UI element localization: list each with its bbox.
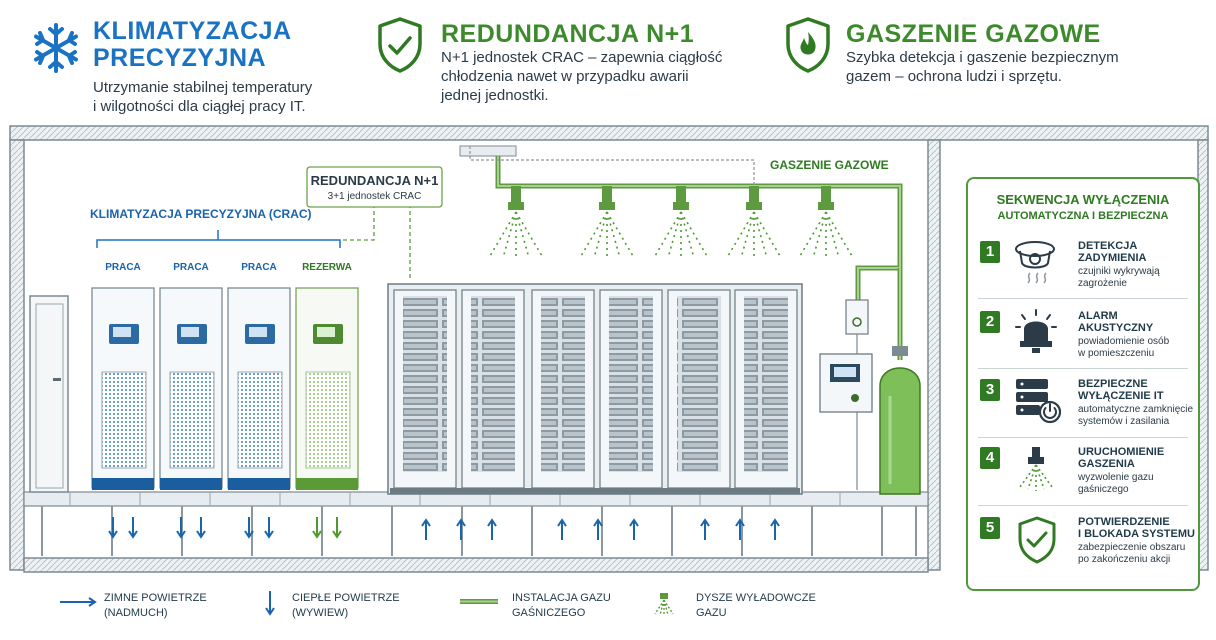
step-5-title-line2: I BLOKADA SYSTEMU: [1078, 528, 1195, 540]
callout-connectors: [340, 204, 411, 280]
legend-warm-air-line2: (WYWIEW): [292, 607, 349, 619]
crac-bracket: [96, 230, 341, 248]
step-5-desc-line2: po zakończeniu akcji: [1078, 554, 1171, 565]
step-4-number: 4: [980, 447, 1000, 469]
legend-warm-air: CIEPŁE POWIETRZE (WYWIEW): [292, 591, 400, 621]
step-3-number: 3: [980, 379, 1000, 401]
legend-cold-air-line1: ZIMNE POWIETRZE: [104, 592, 207, 604]
legend-cold-air: ZIMNE POWIETRZE (NADMUCH): [104, 591, 207, 621]
redundancy-title: REDUNDANCJA N+1: [441, 20, 695, 48]
smoke-detector-icon: [1015, 241, 1055, 284]
shield-check-icon: [378, 17, 422, 73]
legend-nozzles-line2: GAZU: [696, 607, 727, 619]
server-racks: [387, 283, 803, 495]
step-3-title-line2: WYŁĄCZENIE IT: [1078, 390, 1164, 402]
shield-check-icon: [1018, 516, 1056, 564]
standby-airflow-arrows: [312, 517, 342, 539]
control-panel: [819, 353, 873, 413]
unit-status-1: PRACA: [105, 262, 141, 273]
ceiling: [9, 125, 1209, 141]
snowflake-icon: [34, 23, 78, 73]
crac-unit-3: [227, 287, 291, 490]
legend-nozzles-line1: DYSZE WYŁADOWCZE: [696, 592, 816, 604]
airflow-down-arrows: [108, 517, 274, 539]
step-1-desc-line2: zagrożenie: [1078, 278, 1127, 289]
redundancy-callout-title: REDUNDANCJA N+1: [310, 173, 439, 188]
legend-cold-air-line2: (NADMUCH): [104, 607, 168, 619]
step-4-desc-line2: gaśniczego: [1078, 484, 1129, 495]
door: [29, 295, 69, 493]
cooling-title-line1: KLIMATYZACJA: [93, 17, 292, 45]
left-wall: [9, 139, 25, 571]
legend-gas-pipe-line1: INSTALACJA GAZU: [512, 592, 611, 604]
legend-gas-pipe-line2: GAŚNICZEGO: [512, 607, 586, 619]
gas-cylinder: [879, 346, 921, 495]
step-3-desc-line2: systemów i zasilania: [1078, 416, 1170, 427]
legend-nozzles: DYSZE WYŁADOWCZE GAZU: [696, 591, 816, 621]
server-power-icon: [1016, 379, 1062, 424]
crac-unit-2: [159, 287, 223, 490]
cooling-desc-line2: i wilgotności dla ciągłej pracy IT.: [93, 98, 306, 115]
step-1-desc-line1: czujniki wykrywają: [1078, 266, 1160, 277]
gas-spray: [489, 211, 853, 260]
gas-title: GASZENIE GAZOWE: [846, 20, 1101, 48]
cooling-desc-line1: Utrzymanie stabilnej temperatury: [93, 79, 313, 96]
step-5-number: 5: [980, 517, 1000, 539]
alarm-bell-icon: [1015, 309, 1057, 353]
step-4-desc-line1: wyzwolenie gazu: [1078, 472, 1154, 483]
step-1-number: 1: [980, 241, 1000, 263]
redundancy-desc-line1: N+1 jednostek CRAC – zapewnia ciągłość: [441, 49, 723, 66]
legend-graphics: [60, 591, 674, 616]
gas-label: GASZENIE GAZOWE: [770, 158, 889, 172]
step-2-title-line1: ALARM: [1078, 310, 1118, 322]
step-3-title-line1: BEZPIECZNE: [1078, 378, 1148, 390]
step-2-title-line2: AKUSTYCZNY: [1078, 322, 1154, 334]
legend-gas-pipe: INSTALACJA GAZU GAŚNICZEGO: [512, 591, 611, 621]
step-1-title-line2: ZADYMIENIA: [1078, 252, 1147, 264]
sequence-title-line2: AUTOMATYCZNA I BEZPIECZNA: [997, 210, 1169, 222]
gas-nozzles: [508, 186, 834, 210]
redundancy-desc-line3: jednej jednostki.: [441, 87, 549, 104]
legend-warm-air-line1: CIEPŁE POWIETRZE: [292, 592, 400, 604]
gas-pipe: [459, 145, 903, 360]
step-2-desc-line1: powiadomienie osób: [1078, 336, 1170, 347]
unit-status-2: PRACA: [173, 262, 209, 273]
unit-status-3: PRACA: [241, 262, 277, 273]
redundancy-callout-sub: 3+1 jednostek CRAC: [327, 191, 422, 202]
step-3-desc-line1: automatyczne zamknięcie: [1078, 404, 1194, 415]
step-4-title-line2: GASZENIA: [1078, 458, 1135, 470]
step-4-title-line1: URUCHOMIENIE: [1078, 446, 1165, 458]
crac-label: KLIMATYZACJA PRECYZYJNA (CRAC): [90, 207, 312, 221]
airflow-up-arrows: [421, 518, 780, 540]
floor-slab: [23, 557, 929, 573]
step-5-title-line1: POTWIERDZENIE: [1078, 516, 1170, 528]
step-2-desc-line2: w pomieszczeniu: [1078, 348, 1155, 359]
divider-wall: [927, 139, 941, 571]
gas-desc-line1: Szybka detekcja i gaszenie bezpiecznym: [846, 49, 1119, 66]
redundancy-callout-box: [306, 166, 443, 208]
raised-floor: [23, 491, 929, 556]
step-5-desc-line1: zabezpieczenie obszaru: [1078, 542, 1186, 553]
shutdown-sequence-panel: SEKWENCJA WYŁĄCZENIA AUTOMATYCZNA I BEZP…: [966, 177, 1200, 591]
crac-unit-1: [91, 287, 155, 490]
sequence-title-line1: SEKWENCJA WYŁĄCZENIA: [996, 192, 1170, 207]
gas-desc-line2: gazem – ochrona ludzi i sprzętu.: [846, 68, 1062, 85]
shield-flame-icon: [786, 17, 830, 73]
unit-status-4: REZERWA: [302, 262, 352, 273]
cooling-title-line2: PRECYZYJNA: [93, 44, 267, 72]
step-1-title-line1: DETEKCJA: [1078, 240, 1138, 252]
gas-nozzle-icon: [1019, 447, 1053, 491]
step-2-number: 2: [980, 311, 1000, 333]
redundancy-desc-line2: chłodzenia nawet w przypadku awarii: [441, 68, 689, 85]
crac-unit-4-standby: [295, 287, 359, 490]
